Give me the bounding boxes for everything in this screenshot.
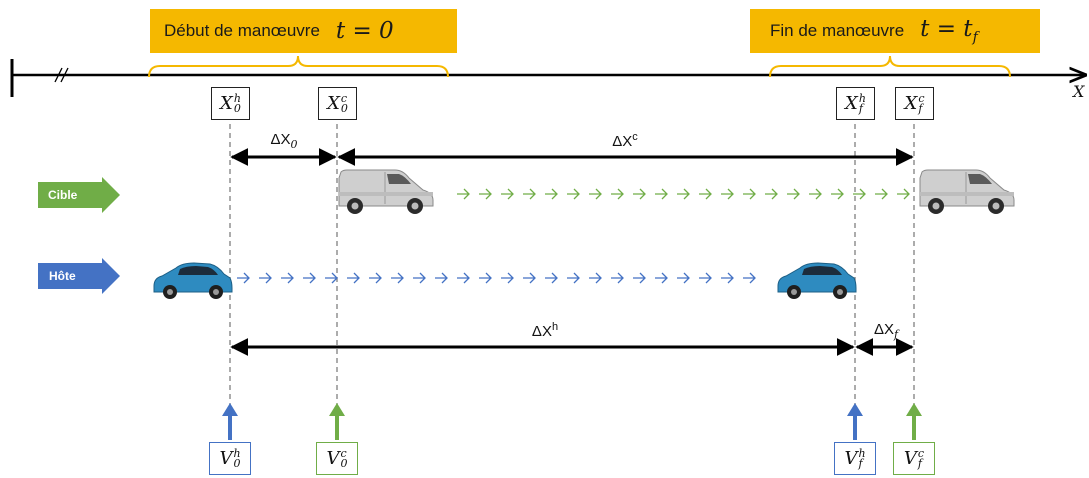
host-car-end xyxy=(777,262,857,299)
end-banner-text: Fin de manœuvre xyxy=(770,21,905,40)
start-banner-text: Début de manœuvre xyxy=(164,21,320,40)
velocity-arrows xyxy=(222,403,922,440)
dxh-label: ΔXh xyxy=(531,321,559,340)
dimension-arrows xyxy=(230,148,914,356)
end-banner: Fin de manœuvre t = tf xyxy=(750,9,1040,53)
host-lane-label: Hôte xyxy=(49,269,76,283)
dxf-label: ΔXf xyxy=(873,321,899,341)
x-axis xyxy=(10,59,1085,97)
end-brace xyxy=(769,55,1011,78)
start-banner: Début de manœuvre t = 0 xyxy=(150,9,457,53)
end-banner-equation: t = tf xyxy=(920,16,978,46)
guide-lines xyxy=(229,124,915,405)
axis-break-mark xyxy=(54,67,69,83)
start-banner-equation: t = 0 xyxy=(335,18,394,44)
host-trajectory xyxy=(237,272,756,284)
host-car-start xyxy=(153,262,233,299)
target-lane-label: Cible xyxy=(48,188,78,202)
target-van-start xyxy=(338,169,434,214)
target-trajectory xyxy=(457,188,910,200)
dx0-label: ΔX0 xyxy=(270,131,298,151)
target-lane-tag xyxy=(38,177,120,213)
start-brace xyxy=(148,55,449,78)
dxc-label: ΔXc xyxy=(612,131,638,150)
target-van-end xyxy=(919,169,1015,214)
x-axis-label: X xyxy=(1073,82,1085,101)
host-lane-tag xyxy=(38,258,120,294)
